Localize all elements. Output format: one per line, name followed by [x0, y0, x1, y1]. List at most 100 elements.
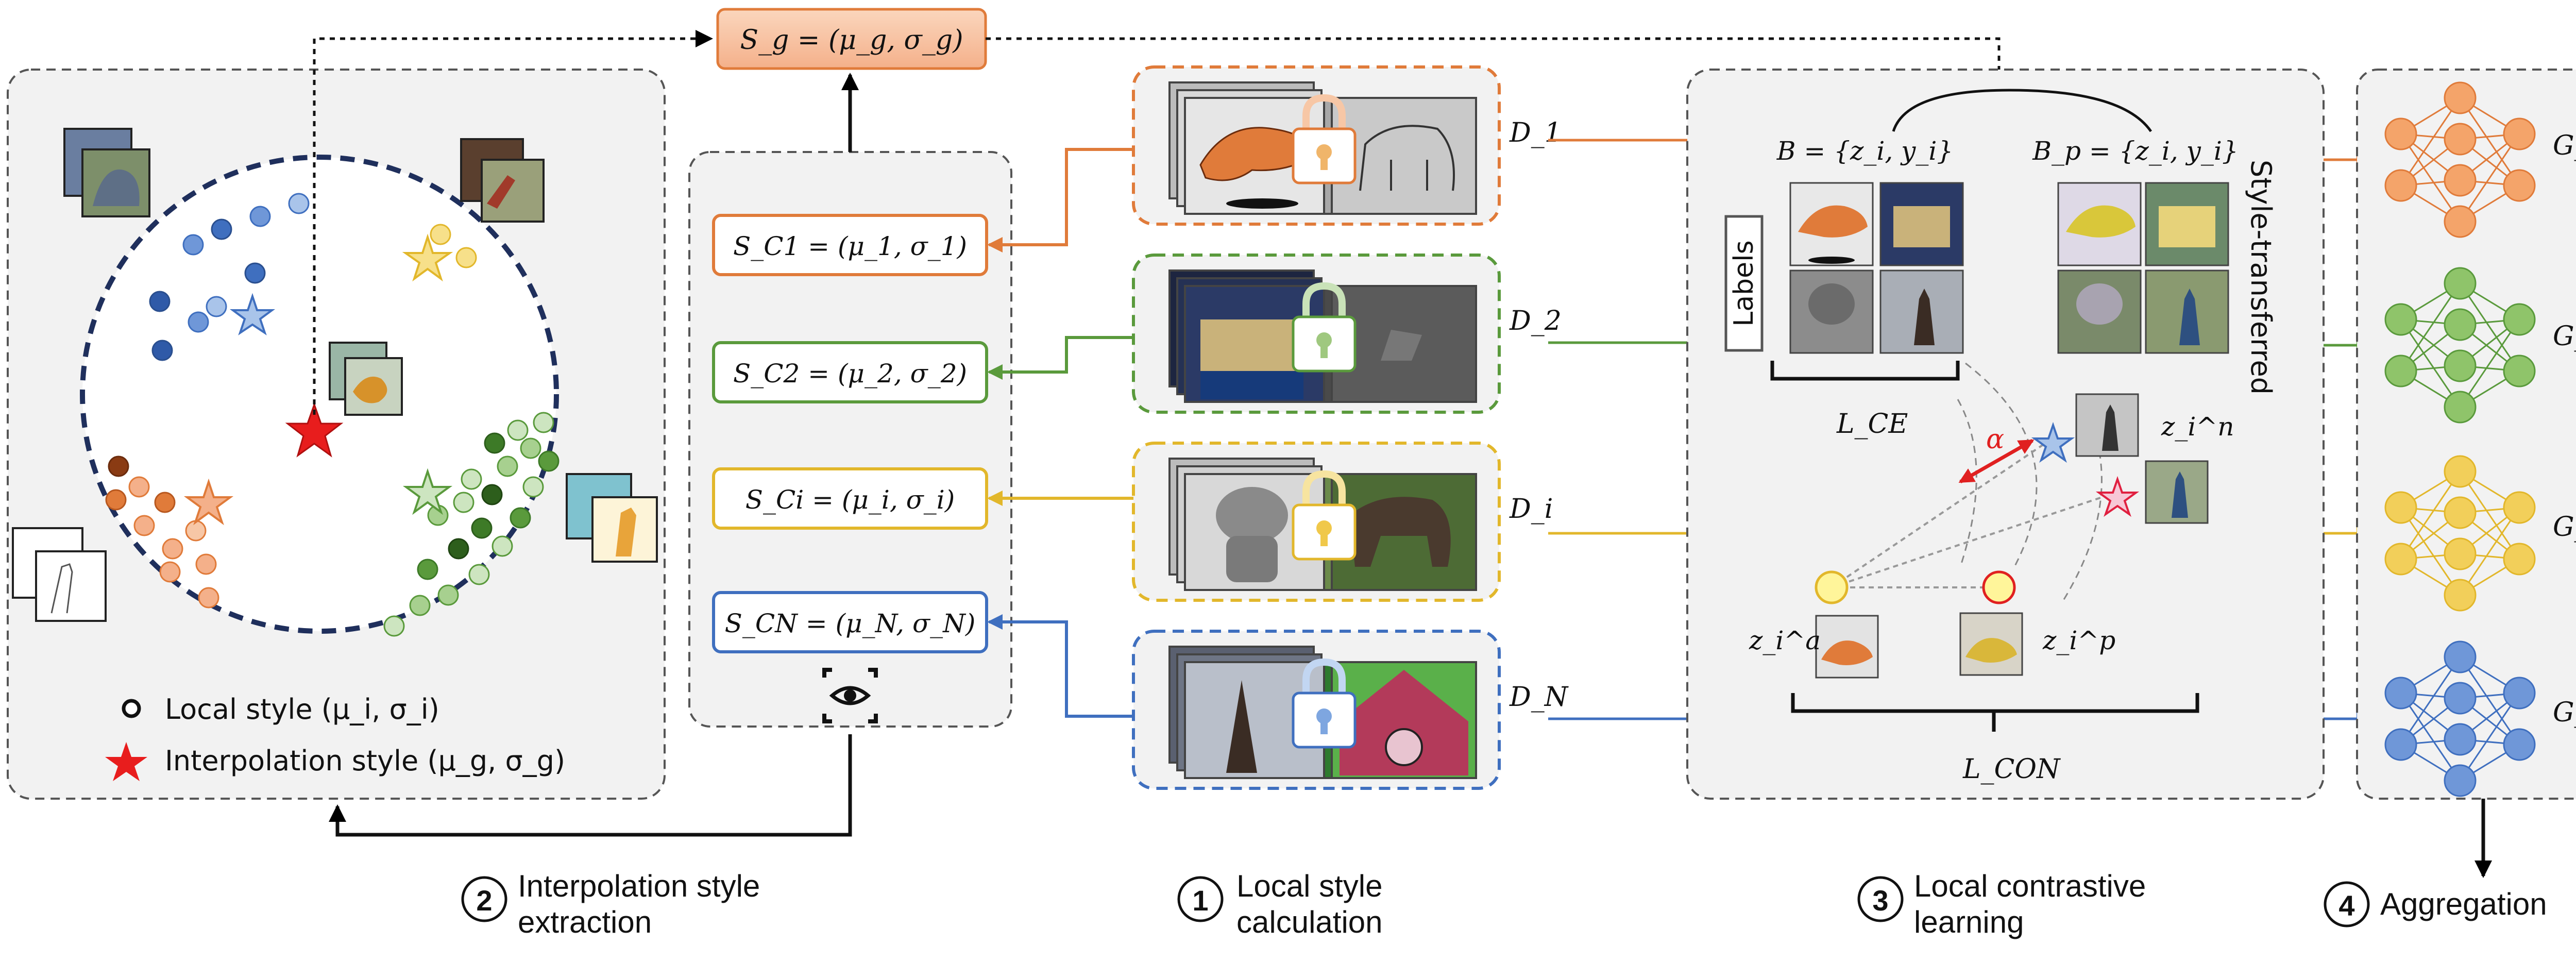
- svg-text:calculation: calculation: [1236, 905, 1383, 939]
- step-caption-3: 3 Local contrastive learning: [1857, 869, 2146, 939]
- network-node: [2444, 496, 2477, 529]
- svg-text:Aggregation: Aggregation: [2380, 887, 2547, 921]
- yellow-star-icon: [402, 233, 453, 282]
- z-a-label: z_i^a: [1749, 626, 1821, 655]
- network-node: [2503, 491, 2536, 524]
- svg-text:Interpolation style: Interpolation style: [518, 869, 760, 903]
- blue-client-cluster: [149, 193, 310, 361]
- thumbnail-guitar: [460, 138, 545, 223]
- legend-local-style-label: Local style (μ_i, σ_i): [165, 693, 439, 725]
- svg-text:2: 2: [476, 884, 492, 917]
- lock-icon: [1292, 470, 1357, 561]
- step-caption-2: 2 Interpolation style extraction: [461, 869, 760, 939]
- svg-text:S_g = (μ_g, σ_g): S_g = (μ_g, σ_g): [740, 25, 963, 56]
- svg-text:S_C1 = (μ_1, σ_1): S_C1 = (μ_1, σ_1): [733, 231, 967, 261]
- dataset-label-N: D_N: [1509, 682, 1569, 713]
- neural-network-icon: [2384, 640, 2536, 797]
- lock-icon: [1292, 658, 1357, 749]
- labels-box: [1724, 215, 1764, 352]
- blue-star-icon: [229, 293, 276, 335]
- dataset-label-2: D_2: [1509, 306, 1562, 336]
- svg-text:learning: learning: [1914, 905, 2024, 939]
- style-box-c1: S_C1 = (μ_1, σ_1): [712, 214, 988, 276]
- thumbnail-sketch: [12, 527, 107, 622]
- network-node: [2503, 303, 2536, 336]
- network-node: [2444, 455, 2477, 488]
- step-caption-4: 4 Aggregation: [2324, 881, 2547, 927]
- client-styles-panel: S_C1 = (μ_1, σ_1) S_C2 = (μ_2, σ_2) S_Ci…: [688, 151, 1012, 728]
- thumbnail-elephant-art: [63, 128, 150, 217]
- network-node: [2444, 164, 2477, 197]
- lock-icon: [1292, 94, 1357, 184]
- neural-network-icon: [2384, 81, 2536, 238]
- svg-text:extraction: extraction: [518, 905, 652, 939]
- neural-network-icon: [2384, 267, 2536, 424]
- alpha-arrow: [1958, 438, 2035, 484]
- models-panel: G_1 G_2 G_i G_k: [2356, 69, 2576, 800]
- svg-text:Local contrastive: Local contrastive: [1914, 869, 2146, 903]
- dataset-label-i: D_i: [1509, 494, 1553, 525]
- network-node: [2503, 677, 2536, 710]
- svg-text:S_C2 = (μ_2, σ_2): S_C2 = (μ_2, σ_2): [733, 359, 967, 389]
- network-node: [2384, 491, 2417, 524]
- style-box-ci: S_Ci = (μ_i, σ_i): [712, 467, 988, 530]
- batch-p-label: B_p = {z_i, y_i}: [2032, 136, 2238, 166]
- network-node: [2384, 355, 2417, 387]
- svg-text:S_CN = (μ_N, σ_N): S_CN = (μ_N, σ_N): [725, 609, 976, 638]
- network-node: [2503, 543, 2536, 576]
- green-star-icon: [402, 468, 453, 515]
- network-node: [2444, 579, 2477, 612]
- anchor-node: [1815, 570, 1849, 604]
- legend-local-style-marker: [122, 699, 141, 718]
- model-label-k: G_k: [2553, 697, 2576, 728]
- network-node: [2384, 169, 2417, 202]
- style-box-c2: S_C2 = (μ_2, σ_2): [712, 341, 988, 403]
- style-space-panel: Local style (μ_i, σ_i) Interpolation sty…: [7, 69, 666, 800]
- network-node: [2384, 677, 2417, 710]
- alpha-label: α: [1986, 424, 2004, 455]
- eye-scan-icon: [822, 668, 878, 723]
- negative-star-red-icon: [2095, 476, 2140, 517]
- network-node: [2444, 123, 2477, 156]
- svg-text:1: 1: [1192, 884, 1208, 917]
- network-node: [2444, 81, 2477, 114]
- interpolation-star-icon: [285, 402, 344, 458]
- loss-ce-label: L_CE: [1836, 409, 1908, 440]
- batch-bracket: [1892, 89, 2153, 132]
- contrastive-panel: B = {z_i, y_i} B_p = {z_i, y_i} Labels S…: [1686, 69, 2325, 800]
- network-node: [2444, 267, 2477, 300]
- network-node: [2444, 537, 2477, 570]
- svg-text:3: 3: [1872, 884, 1888, 917]
- network-node: [2444, 682, 2477, 715]
- step-caption-1: 1 Local style calculation: [1177, 869, 1383, 939]
- lock-icon: [1292, 282, 1357, 373]
- model-label-2: G_2: [2553, 321, 2576, 352]
- batch-label: B = {z_i, y_i}: [1776, 136, 1953, 166]
- svg-text:4: 4: [2338, 889, 2354, 922]
- model-label-i: G_i: [2553, 512, 2576, 543]
- network-node: [2384, 303, 2417, 336]
- network-node: [2503, 117, 2536, 150]
- network-node: [2384, 728, 2417, 761]
- legend-interpolation-star-icon: [105, 742, 147, 781]
- thumbnail-dog-center: [329, 342, 403, 416]
- orange-star-icon: [183, 478, 234, 526]
- network-node: [2444, 391, 2477, 424]
- legend-interpolation-style-label: Interpolation style (μ_g, σ_g): [165, 745, 565, 777]
- labels-text: Labels: [1728, 240, 1759, 326]
- loss-con-label: L_CON: [1962, 754, 2061, 785]
- network-node: [2384, 117, 2417, 150]
- network-node: [2444, 723, 2477, 756]
- global-style-box: S_g = (μ_g, σ_g): [716, 8, 987, 70]
- network-node: [2503, 355, 2536, 387]
- network-node: [2503, 169, 2536, 202]
- green-client-cluster: [383, 412, 560, 637]
- svg-text:Local style: Local style: [1236, 869, 1382, 903]
- style-box-cN: S_CN = (μ_N, σ_N): [712, 591, 988, 653]
- network-node: [2444, 205, 2477, 238]
- network-node: [2444, 349, 2477, 382]
- model-label-1: G_1: [2553, 130, 2576, 161]
- orange-client-cluster: [105, 455, 234, 609]
- network-node: [2384, 543, 2417, 576]
